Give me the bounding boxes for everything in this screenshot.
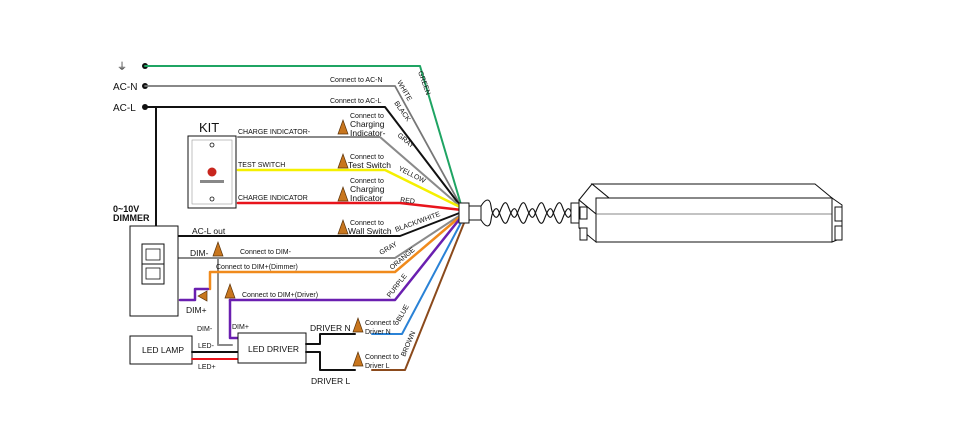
- coil-top: [480, 199, 572, 218]
- unit-left-tab: [579, 206, 588, 220]
- connect-dim-neg-label: Connect to DIM-: [240, 249, 292, 256]
- wire-nut-test-switch: [337, 152, 349, 169]
- purple-wire: [228, 214, 464, 302]
- driver-dim-pos-label: DIM+: [232, 324, 249, 331]
- cable-end-collar: [570, 202, 580, 224]
- unit-top-face: [590, 183, 834, 199]
- coil-bottom: [480, 208, 572, 227]
- test-switch-label: TEST SWITCH: [238, 162, 285, 169]
- connect-driver-l-line1: Connect to: [365, 354, 399, 361]
- coiled-cable: [480, 199, 572, 227]
- driver-l-wire: [305, 351, 356, 371]
- connect-wall-switch-line2: Wall Switch: [348, 226, 392, 236]
- connect-test-switch-line2: Test Switch: [348, 160, 391, 170]
- wire-nut-dim-pos-driver: [224, 282, 236, 299]
- purple-down-wire: [228, 298, 240, 340]
- blue-wire: [371, 216, 465, 335]
- led-driver-label: LED DRIVER: [248, 344, 299, 354]
- connect-charging-neg-line2: Charging: [350, 119, 385, 129]
- driver-dim-neg-label: DIM-: [197, 326, 213, 333]
- connect-ac-l-label: Connect to AC-L: [330, 98, 381, 105]
- connect-wall-switch-line1: Connect to: [350, 220, 384, 227]
- charge-indicator-neg-label: CHARGE INDICATOR-: [238, 129, 311, 136]
- wire-nut-driver-n: [352, 316, 364, 333]
- driver-n-wire: [305, 333, 356, 345]
- led-pos-label: LED+: [198, 364, 216, 371]
- connect-charging-line3: Indicator: [350, 193, 383, 203]
- black-wire: [144, 106, 463, 209]
- wire-nut-charging: [337, 185, 349, 202]
- led-lamp-box: [129, 335, 193, 365]
- kit-label-strip: [200, 180, 224, 183]
- dimmer-dim-pos-label: DIM+: [186, 305, 207, 315]
- connect-charging-line2: Charging: [350, 184, 385, 194]
- charge-indicator-label: CHARGE INDICATOR: [238, 195, 308, 202]
- led-neg-label: LED-: [198, 343, 215, 350]
- ac-n-terminal-label: AC-N: [113, 82, 137, 93]
- connect-charging-neg-line3: Indicator-: [350, 128, 386, 138]
- wire-nut-group: [197, 118, 364, 367]
- dimmer-slider-knob-bottom: [145, 267, 161, 280]
- kit-inner-frame: [191, 139, 233, 205]
- wire-label-red: RED: [400, 197, 415, 206]
- driver-n-label: DRIVER N: [310, 323, 351, 333]
- unit-right-tab: [834, 206, 843, 222]
- gray-dim-wire: [177, 213, 463, 259]
- wire-nut-driver-l: [352, 350, 364, 367]
- emergency-driver-unit: [578, 183, 843, 244]
- dimmer-dim-neg-label: DIM-: [190, 248, 209, 258]
- connect-driver-l-line2: Driver L: [365, 363, 390, 370]
- gray-dim-down-wire: [217, 257, 233, 346]
- dimmer-slider-knob-top: [145, 248, 161, 261]
- kit-title: KIT: [199, 120, 219, 135]
- wire-nut-charging-neg: [337, 118, 349, 135]
- black-white-wire: [177, 211, 463, 237]
- ground-symbol: ⏚: [117, 61, 127, 73]
- driver-l-label: DRIVER L: [311, 376, 350, 386]
- white-wire: [144, 85, 463, 209]
- ac-l-out-label: AC-L out: [192, 226, 226, 236]
- connect-dim-pos-driver-label: Connect to DIM+(Driver): [242, 292, 318, 299]
- wire-nut-dim-pos-dimmer: [197, 290, 208, 302]
- unit-left-tab-bottom: [579, 227, 588, 241]
- test-button-icon: [207, 167, 217, 177]
- green-wire: [144, 65, 463, 209]
- purple-dimmer-wire: [178, 287, 210, 302]
- yellow-wire: [236, 168, 464, 210]
- kit-screw-bottom: [209, 196, 215, 202]
- wire-nut-wall-switch: [337, 218, 349, 235]
- brown-wire: [371, 217, 467, 371]
- kit-screw-top: [209, 142, 215, 148]
- connect-driver-n-line2: Driver N: [365, 329, 391, 336]
- harness-collar: [468, 205, 482, 221]
- gray-top-wire: [237, 136, 463, 209]
- connect-charging-line1: Connect to: [350, 178, 384, 185]
- connect-test-switch-line1: Connect to: [350, 154, 384, 161]
- connect-dim-pos-dimmer-label: Connect to DIM+(Dimmer): [216, 264, 298, 271]
- wire-label-gray: GRAY: [379, 241, 400, 257]
- led-lamp-label: LED LAMP: [142, 345, 184, 355]
- led-driver-box: [237, 332, 307, 364]
- orange-wire: [208, 213, 464, 291]
- red-wire: [236, 201, 464, 212]
- ac-l-terminal-label: AC-L: [113, 103, 136, 114]
- harness-connector: [458, 202, 470, 224]
- unit-right-tab-bottom: [834, 225, 843, 241]
- dimmer-title-line2: DIMMER: [113, 213, 150, 223]
- connect-charging-neg-line1: Connect to: [350, 113, 384, 120]
- connect-ac-n-label: Connect to AC-N: [330, 77, 383, 84]
- dimmer-title-line1: 0~10V: [113, 204, 139, 214]
- unit-front-face: [595, 197, 833, 243]
- wire-nut-dim-neg: [212, 240, 224, 257]
- wire-label-green: GREEN: [416, 70, 431, 96]
- connect-driver-n-line1: Connect to: [365, 320, 399, 327]
